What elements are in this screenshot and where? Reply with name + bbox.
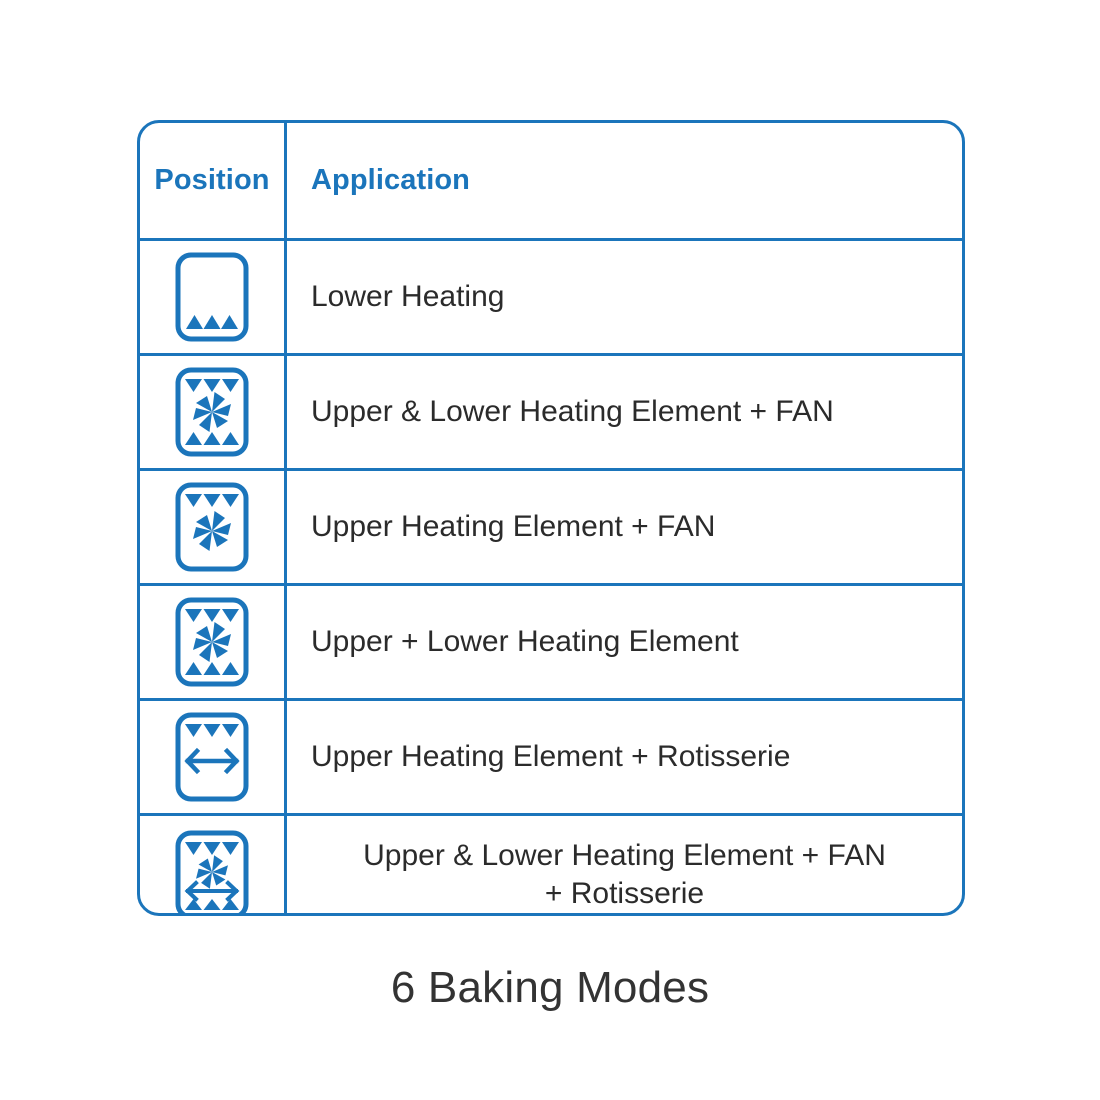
figure-caption: 6 Baking Modes <box>390 963 710 1012</box>
application-label-line2: + Rotisserie <box>544 876 705 910</box>
header-cell-position: Position <box>140 123 287 238</box>
table-row: Upper + Lower Heating Element <box>140 586 962 701</box>
application-label-multiline: Upper & Lower Heating Element + FAN + Ro… <box>311 837 938 913</box>
upper-heating-fan-icon <box>175 482 249 572</box>
application-cell: Upper Heating Element + Rotisserie <box>287 701 962 813</box>
application-label-line1: Upper & Lower Heating Element + FAN <box>363 838 886 872</box>
position-cell <box>140 586 287 698</box>
application-cell: Lower Heating <box>287 241 962 353</box>
application-label: Upper Heating Element + Rotisserie <box>311 740 791 774</box>
application-cell: Upper & Lower Heating Element + FAN <box>287 356 962 468</box>
table-row: Upper Heating Element + Rotisserie <box>140 701 962 816</box>
position-cell <box>140 816 287 913</box>
application-cell: Upper + Lower Heating Element <box>287 586 962 698</box>
upper-heating-rotisserie-icon <box>175 712 249 802</box>
position-cell <box>140 356 287 468</box>
upper-lower-heating-fan-icon <box>175 367 249 457</box>
position-cell <box>140 701 287 813</box>
position-cell <box>140 471 287 583</box>
upper-lower-heating-fan-rotisserie-icon <box>175 830 249 913</box>
application-label: Upper Heating Element + FAN <box>311 510 716 544</box>
application-cell: Upper & Lower Heating Element + FAN + Ro… <box>287 816 962 913</box>
upper-lower-heating-icon <box>175 597 249 687</box>
application-label: Upper & Lower Heating Element + FAN <box>311 395 834 429</box>
header-label-application: Application <box>311 163 470 196</box>
application-label: Upper + Lower Heating Element <box>311 625 739 659</box>
baking-modes-table: Position Application Lower Heating <box>137 120 965 916</box>
table-row: Upper & Lower Heating Element + FAN + Ro… <box>140 816 962 913</box>
table-header-row: Position Application <box>140 123 962 241</box>
header-cell-application: Application <box>287 123 962 238</box>
application-cell: Upper Heating Element + FAN <box>287 471 962 583</box>
application-label: Lower Heating <box>311 280 505 314</box>
table-row: Upper Heating Element + FAN <box>140 471 962 586</box>
position-cell <box>140 241 287 353</box>
header-label-position: Position <box>154 163 270 196</box>
lower-heating-icon <box>175 252 249 342</box>
table-row: Upper & Lower Heating Element + FAN <box>140 356 962 471</box>
table-row: Lower Heating <box>140 241 962 356</box>
